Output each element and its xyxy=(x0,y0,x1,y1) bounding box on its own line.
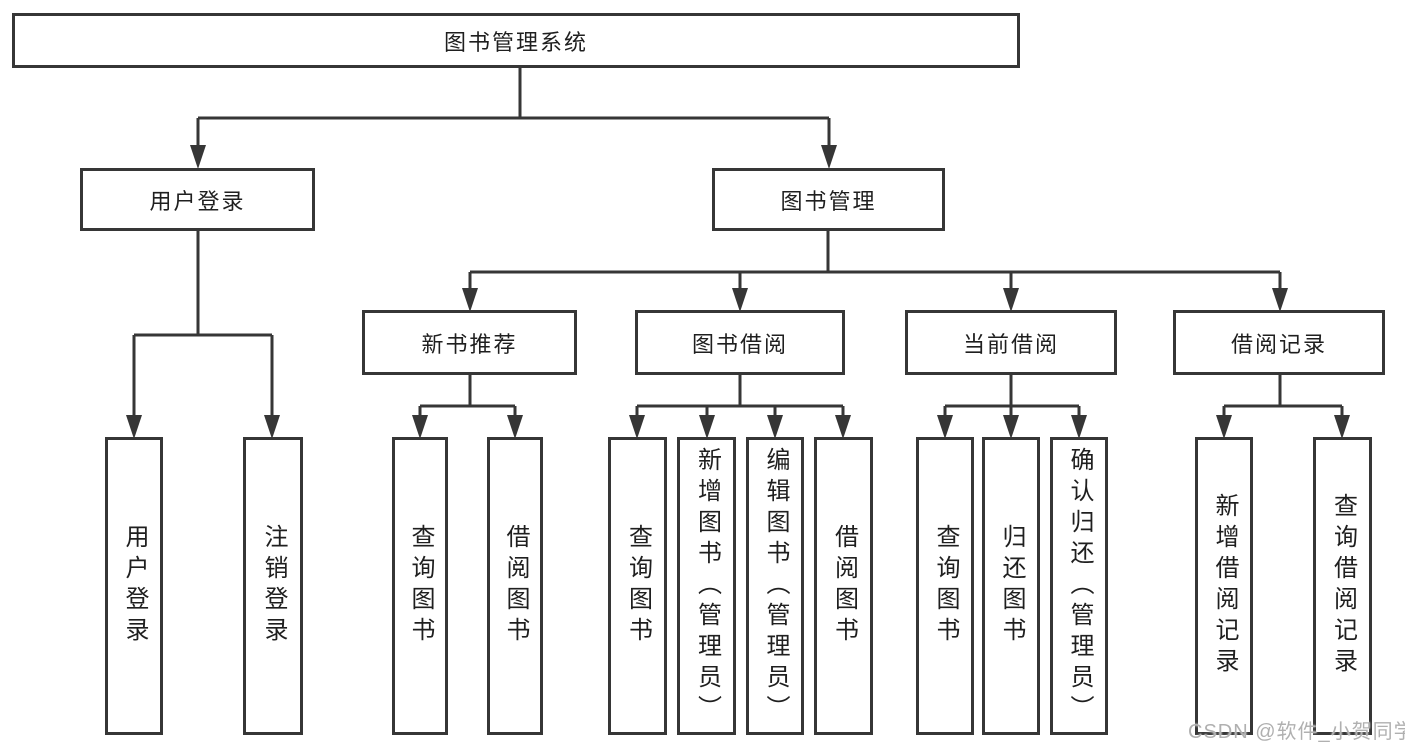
node-current-borrowing: 当前借阅 xyxy=(905,310,1117,375)
node-label: 新增借阅记录 xyxy=(1211,493,1238,679)
leaf-records-query-borrow-record: 查询借阅记录 xyxy=(1313,437,1372,735)
leaf-user-login: 用户登录 xyxy=(105,437,163,735)
node-borrowing-records: 借阅记录 xyxy=(1173,310,1385,375)
node-book-borrowing: 图书借阅 xyxy=(635,310,845,375)
node-label: 借阅图书 xyxy=(830,524,858,648)
node-label: 查询借阅记录 xyxy=(1329,493,1357,679)
leaf-borrowing-query-books: 查询图书 xyxy=(608,437,667,735)
node-label: 查询图书 xyxy=(407,524,434,648)
node-label: 新书推荐 xyxy=(421,331,518,357)
node-user-login-branch: 用户登录 xyxy=(80,168,315,231)
node-label: 查询图书 xyxy=(932,524,959,648)
arrowheads xyxy=(126,145,1350,439)
node-label: 注销登录 xyxy=(260,524,287,648)
node-root-library-system: 图书管理系统 xyxy=(12,13,1020,68)
leaf-current-query-books: 查询图书 xyxy=(916,437,974,735)
leaf-logout: 注销登录 xyxy=(243,437,303,735)
node-label: 编辑图书（管理员） xyxy=(762,446,789,726)
leaf-borrowing-borrow-books: 借阅图书 xyxy=(814,437,873,735)
leaf-records-add-borrow-record: 新增借阅记录 xyxy=(1195,437,1253,735)
node-label: 用户登录 xyxy=(149,188,246,214)
node-label: 借阅记录 xyxy=(1230,331,1327,357)
leaf-recommend-borrow-books: 借阅图书 xyxy=(487,437,543,735)
node-label: 新增图书（管理员） xyxy=(693,446,721,726)
node-book-management-branch: 图书管理 xyxy=(712,168,945,231)
node-label: 归还图书 xyxy=(998,524,1025,648)
node-label: 当前借阅 xyxy=(962,331,1059,357)
node-new-book-recommendation: 新书推荐 xyxy=(362,310,577,375)
node-label: 图书管理系统 xyxy=(443,29,588,55)
leaf-borrowing-add-books-admin: 新增图书（管理员） xyxy=(677,437,736,735)
leaf-current-return-books: 归还图书 xyxy=(982,437,1040,735)
node-label: 图书借阅 xyxy=(691,331,788,357)
node-label: 确认归还（管理员） xyxy=(1066,446,1093,726)
leaf-current-confirm-return-admin: 确认归还（管理员） xyxy=(1050,437,1108,735)
node-label: 借阅图书 xyxy=(502,524,529,648)
node-label: 图书管理 xyxy=(780,188,877,214)
node-label: 用户登录 xyxy=(121,524,148,648)
leaf-recommend-query-books: 查询图书 xyxy=(392,437,448,735)
csdn-watermark: CSDN @软件_小贺同学 xyxy=(1188,721,1405,743)
leaf-borrowing-edit-books-admin: 编辑图书（管理员） xyxy=(746,437,804,735)
node-label: 查询图书 xyxy=(624,524,652,648)
